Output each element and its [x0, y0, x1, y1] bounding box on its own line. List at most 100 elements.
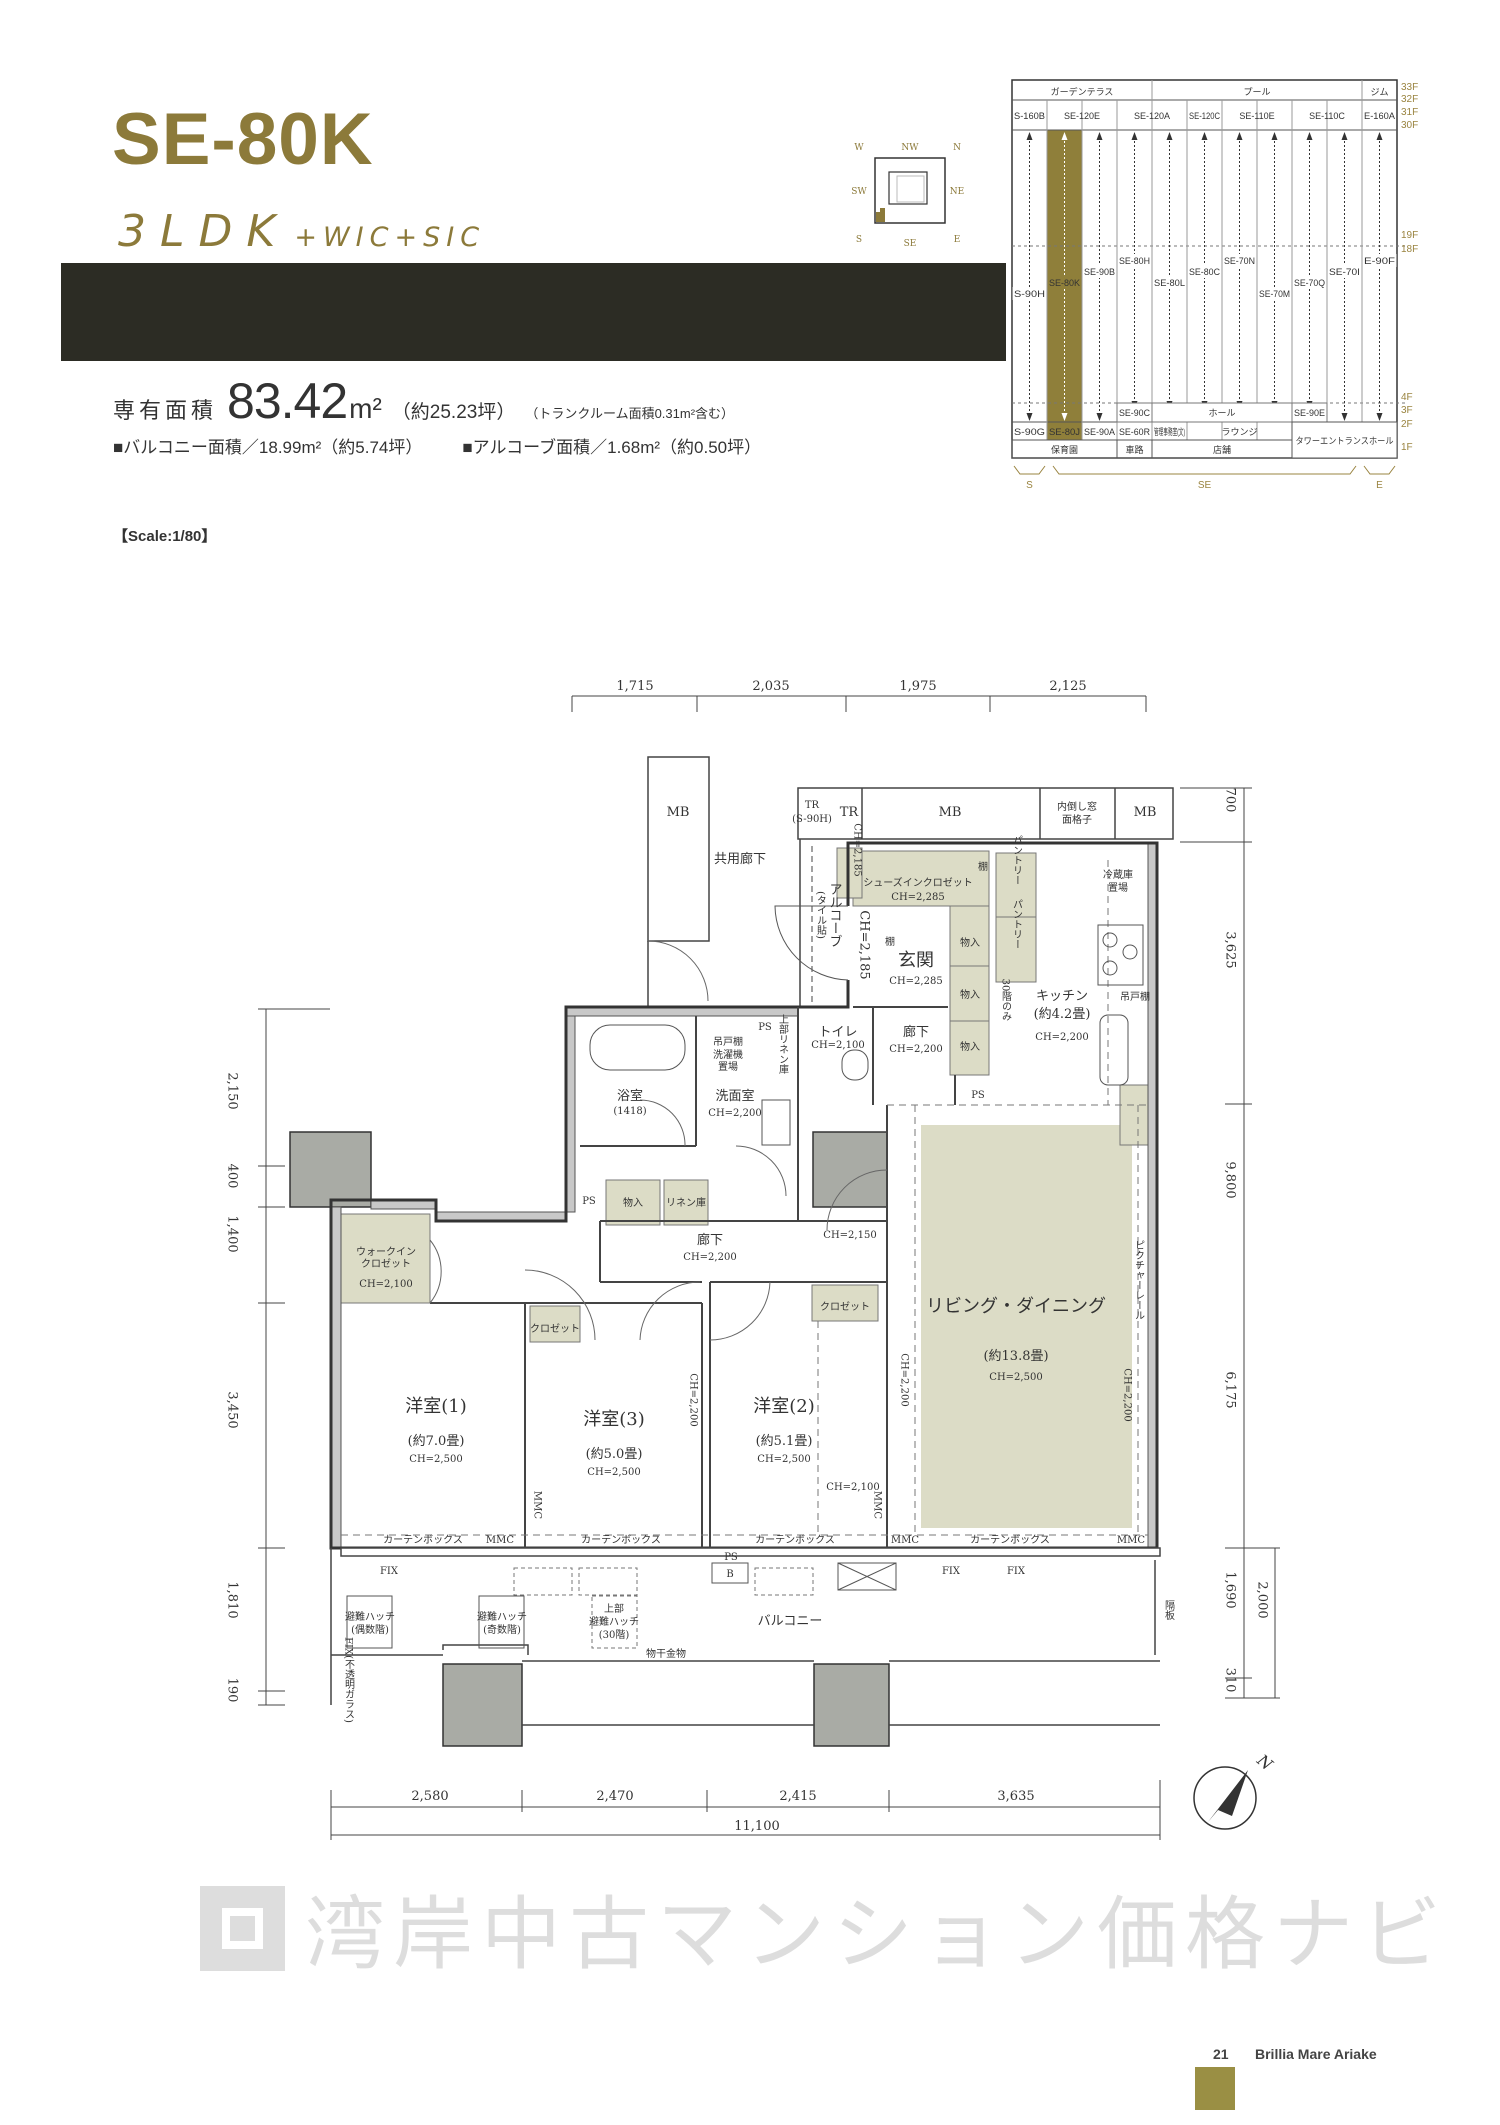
ceiling-height: CH=2,150	[823, 1230, 876, 1241]
stack-zone-label: ジム	[1370, 87, 1388, 97]
stack-arrow-up-icon	[1026, 132, 1033, 140]
stack-label-bg	[1292, 276, 1327, 289]
escape-hatch-label: (偶数階)	[351, 1623, 389, 1636]
mmc-label: MMC	[891, 1535, 919, 1546]
stack-floor-label: 31F	[1401, 107, 1418, 118]
unit-name-title: SE-80K	[112, 99, 374, 180]
dimension-label: 1,400	[225, 1215, 240, 1252]
stack-label-bg	[1117, 254, 1152, 267]
bath-label: 浴室	[617, 1088, 643, 1104]
ceiling-height: CH=2,200	[1035, 1032, 1088, 1043]
stack-unit-label: S-90H	[1014, 289, 1045, 299]
hanging-cabinet-label: 吊戸棚	[713, 1035, 743, 1048]
dir-n: N	[953, 143, 961, 153]
mmc-label: MMC	[486, 1535, 514, 1546]
stack-floor-label: 32F	[1401, 94, 1418, 105]
stack-floor-label: 33F	[1401, 82, 1418, 93]
hatch-lower	[754, 1567, 814, 1596]
stack-arrow-up-icon	[1201, 132, 1208, 140]
stack-label-bg	[1012, 287, 1047, 300]
washroom-label: 洗面室	[715, 1088, 754, 1104]
dir-ne: NE	[950, 187, 964, 197]
compass-circle	[1193, 1766, 1257, 1830]
stack-unit-label: SE-110C	[1309, 111, 1345, 121]
dimension-label: 3,635	[997, 1789, 1034, 1804]
shoes-closet-label: シューズインクロゼット	[863, 876, 973, 889]
room3-door[interactable]	[639, 1281, 701, 1341]
storage-1-area	[949, 905, 990, 967]
stack-unit-label: SE-80C	[1189, 267, 1220, 277]
dimension-label: 2,150	[225, 1072, 240, 1109]
storage-label: 物入	[960, 1040, 980, 1053]
stack-floor1-label: 車路	[1125, 444, 1143, 455]
ld-door[interactable]	[826, 1169, 888, 1231]
area-note: （トランクルーム面積0.31m²含む）	[525, 406, 735, 421]
ceiling-height: CH=2,500	[409, 1454, 462, 1465]
b-label: B	[726, 1569, 733, 1580]
fridge-label: 置場	[1108, 881, 1128, 894]
stack-unit-label: SE-80L	[1154, 278, 1185, 288]
bath-door[interactable]	[639, 1099, 686, 1147]
room2-door[interactable]	[709, 1281, 771, 1341]
mmc-label: MMC	[872, 1491, 883, 1519]
pantry-label: パントリー	[1011, 835, 1023, 885]
washroom-door[interactable]	[735, 1145, 787, 1197]
wic-door[interactable]	[429, 1239, 442, 1304]
room1-door[interactable]	[524, 1269, 596, 1341]
entrance-label: 玄関	[898, 950, 934, 971]
structural-column	[812, 1131, 888, 1208]
stack-arrow-up-icon	[1236, 132, 1243, 140]
dir-s: S	[856, 235, 862, 245]
stack-floor3-label: SE-90C	[1119, 408, 1150, 418]
stack-wing-label: S	[1026, 480, 1033, 491]
ceiling-height: CH=2,285	[891, 892, 944, 903]
stack-unit-label: SE-70N	[1224, 256, 1255, 266]
ps-label: PS	[724, 1552, 738, 1563]
shelf-label: 棚	[885, 935, 895, 948]
upper-linen-label: 上部リネン庫	[777, 1014, 789, 1075]
walk-in-closet-area	[340, 1213, 431, 1304]
stack-unit-label: SE-110E	[1239, 111, 1274, 121]
mmc-label: MMC	[532, 1491, 543, 1519]
stack-label-bg	[1327, 265, 1362, 278]
stack-floor2-label: SE-90A	[1084, 427, 1115, 437]
window-label: 内倒し窓	[1057, 800, 1097, 813]
escape-hatch-odd	[478, 1595, 525, 1649]
entrance-door[interactable]	[774, 905, 849, 981]
escape-hatch-label: (奇数階)	[483, 1623, 521, 1636]
linen-label: リネン庫	[666, 1196, 706, 1209]
dimension-label: 1,715	[616, 679, 653, 694]
structural-column	[289, 1131, 372, 1208]
dimension-label: 700	[1223, 788, 1238, 813]
structural-column	[442, 1663, 523, 1747]
dimension-label: 2,035	[752, 679, 789, 694]
room2-size: (約5.1畳)	[756, 1434, 813, 1449]
ceiling-height: CH=2,500	[757, 1454, 810, 1465]
stack-wing-label: SE	[1198, 480, 1212, 491]
stack-label-bg	[1082, 265, 1117, 278]
dimension-lines	[258, 695, 1280, 1840]
key-plan-outer	[874, 157, 946, 224]
common-corridor-label: 共用廊下	[714, 851, 766, 867]
stack-wing-bracket	[1013, 465, 1046, 475]
stack-unit-label: SE-70Q	[1294, 278, 1325, 288]
unit-outline	[329, 841, 1159, 1550]
stack-arrow-up-icon	[1166, 132, 1173, 140]
upper-escape-hatch	[591, 1595, 638, 1649]
room3-size: (約5.0畳)	[586, 1447, 643, 1462]
ps-label: PS	[971, 1090, 985, 1101]
stack-floor-label: 30F	[1401, 120, 1418, 131]
partition-label: 隔板	[1163, 1600, 1175, 1621]
toilet-label: トイレ	[818, 1025, 857, 1040]
stack-entrance-cell	[1291, 421, 1398, 459]
tr-label: TR	[840, 805, 860, 820]
stack-label-bg	[1257, 287, 1292, 300]
shelf-label: 棚	[978, 860, 988, 873]
storage-label: 物入	[960, 988, 980, 1001]
ceiling-height: CH=2,500	[587, 1467, 640, 1478]
stack-unit-label: SE-70I	[1329, 267, 1360, 277]
upper-hatch-label: (30階)	[599, 1629, 630, 1641]
mb-strip	[797, 787, 1174, 840]
ceiling-height: CH=2,200	[708, 1108, 761, 1119]
